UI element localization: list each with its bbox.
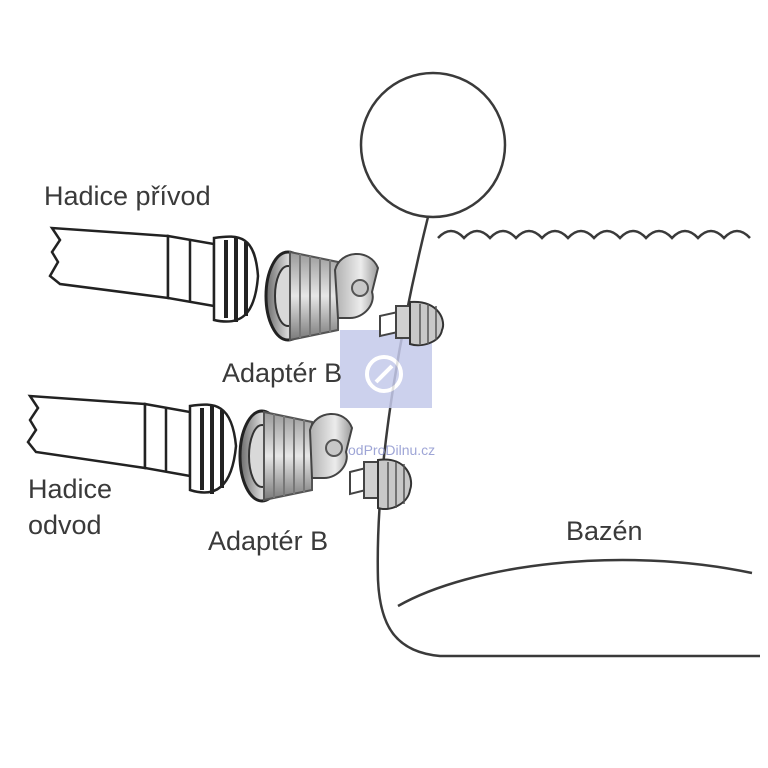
- outlet-hose-body: [26, 394, 147, 470]
- label-adapter-bottom: Adaptér B: [208, 526, 328, 556]
- wall-fitting-top: [379, 300, 445, 347]
- inlet-hose-body: [48, 226, 170, 300]
- watermark-badge: [340, 330, 432, 408]
- outlet-hose: [26, 394, 238, 494]
- pool-rim: [359, 71, 507, 219]
- watermark-text: odProDilnu.cz: [348, 442, 435, 458]
- wall-fitting-bottom-cap: [377, 458, 413, 510]
- label-inlet-hose: Hadice přívod: [44, 181, 211, 211]
- adapter-bottom-thread: [263, 410, 313, 502]
- watermark-wrench-icon: [365, 355, 403, 393]
- wall-fitting-bottom: [349, 458, 413, 510]
- label-outlet-hose-line2: odvod: [28, 510, 102, 540]
- adapter-bottom: [238, 409, 354, 503]
- inlet-hose: [48, 226, 260, 323]
- watermark: odProDilnu.cz: [340, 330, 435, 458]
- water-surface: [437, 229, 751, 240]
- label-outlet-hose-line1: Hadice: [28, 474, 112, 504]
- pool-floor-curve: [397, 558, 753, 608]
- adapter-top-thread: [289, 250, 339, 342]
- label-pool: Bazén: [566, 516, 643, 546]
- outlet-hose-sleeve: [143, 402, 192, 478]
- wall-fitting-top-cap: [409, 300, 445, 347]
- label-adapter-top: Adaptér B: [222, 358, 342, 388]
- adapter-top: [264, 250, 380, 342]
